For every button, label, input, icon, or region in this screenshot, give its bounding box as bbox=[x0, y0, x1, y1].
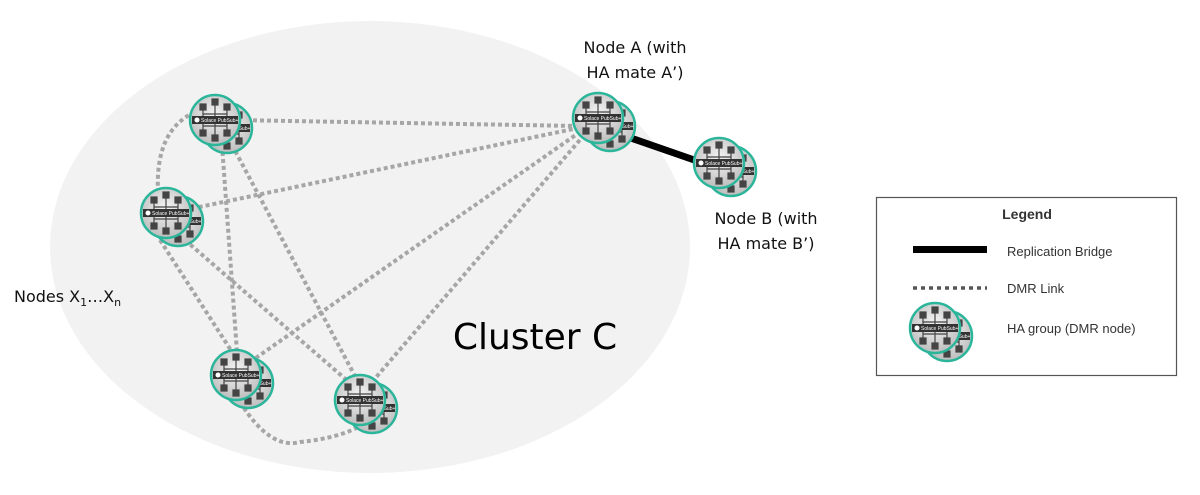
node-disc: Solace PubSub+ bbox=[571, 91, 625, 145]
ha-group-nodes: Solace PubSub+Solace PubSub+Solace PubSu… bbox=[139, 91, 758, 435]
dmr-link bbox=[155, 110, 196, 193]
node-a-label-line1: Node A (with bbox=[583, 38, 686, 57]
node-b-label-line2: HA mate B’) bbox=[718, 234, 815, 253]
node-logo-text: Solace PubSub+ bbox=[201, 118, 238, 124]
legend-title: Legend bbox=[1002, 206, 1052, 222]
dmr-link bbox=[231, 118, 579, 128]
ha-group-node-x[interactable]: Solace PubSub+Solace PubSub+ bbox=[188, 93, 254, 155]
node-b-label-line1: Node B (with bbox=[714, 209, 817, 228]
dmr-links bbox=[155, 110, 587, 446]
dmr-link bbox=[183, 238, 352, 385]
ha-group-node-x[interactable]: Solace PubSub+Solace PubSub+ bbox=[333, 373, 399, 435]
node-disc: Solace PubSub+ bbox=[333, 373, 387, 427]
node-logo-text: Solace PubSub+ bbox=[921, 326, 958, 332]
nodes-x-label: Nodes X1…Xn bbox=[14, 287, 121, 309]
ha-group-node-x[interactable]: Solace PubSub+Solace PubSub+ bbox=[139, 186, 205, 248]
legend-item-label: DMR Link bbox=[1007, 281, 1065, 296]
node-disc: Solace PubSub+ bbox=[139, 186, 193, 240]
ha-group-node-a[interactable]: Solace PubSub+Solace PubSub+ bbox=[571, 91, 637, 153]
cluster-label: Cluster C bbox=[453, 317, 617, 358]
node-disc: Solace PubSub+ bbox=[908, 301, 962, 355]
node-logo-text: Solace PubSub+ bbox=[705, 161, 742, 167]
ha-group-node-icon: Solace PubSub+Solace PubSub+ bbox=[908, 301, 974, 363]
node-disc: Solace PubSub+ bbox=[692, 136, 746, 190]
dmr-link bbox=[230, 144, 358, 379]
node-disc: Solace PubSub+ bbox=[209, 348, 263, 402]
replication-bridge bbox=[623, 132, 702, 166]
node-logo-text: Solace PubSub+ bbox=[152, 211, 189, 217]
dmr-link bbox=[370, 132, 587, 384]
ha-group-node-x[interactable]: Solace PubSub+Solace PubSub+ bbox=[209, 348, 275, 410]
node-logo-text: Solace PubSub+ bbox=[222, 373, 259, 379]
legend-item-label: HA group (DMR node) bbox=[1007, 321, 1136, 336]
node-a-label-line2: HA mate A’) bbox=[587, 63, 684, 82]
node-disc: Solace PubSub+ bbox=[188, 93, 242, 147]
dmr-link bbox=[184, 126, 579, 212]
dmr-link bbox=[158, 238, 234, 354]
node-logo-text: Solace PubSub+ bbox=[346, 398, 383, 404]
node-logo-text: Solace PubSub+ bbox=[584, 116, 621, 122]
legend: Legend Solace PubSub+Solace PubSub+ Repl… bbox=[875, 196, 1178, 377]
dmr-link bbox=[238, 400, 364, 446]
legend-item-label: Replication Bridge bbox=[1007, 244, 1113, 259]
solid-line-icon bbox=[913, 246, 987, 253]
ha-group-node-b[interactable]: Solace PubSub+Solace PubSub+ bbox=[692, 136, 758, 198]
